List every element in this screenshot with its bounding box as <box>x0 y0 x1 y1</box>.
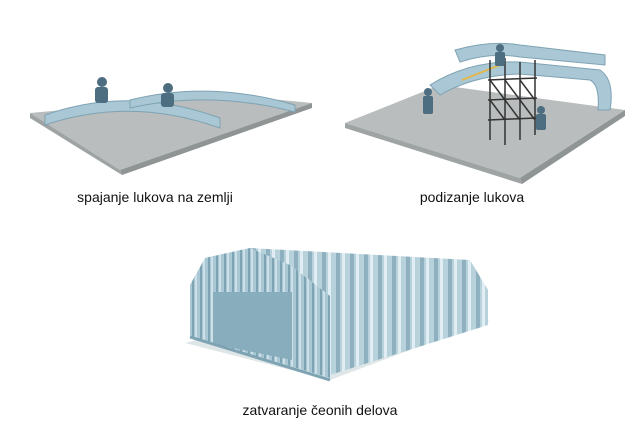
scaffold <box>487 58 538 145</box>
worker-icon <box>536 106 546 130</box>
step-2-caption: podizanje lukova <box>419 189 525 205</box>
step-1-caption: spajanje lukova na zemlji <box>77 189 233 205</box>
ground-slab <box>345 85 625 178</box>
worker-icon <box>423 88 433 114</box>
step-3-caption: zatvaranje čeonih delova <box>242 402 398 418</box>
ground-slab <box>30 95 312 170</box>
worker-icon <box>161 83 174 107</box>
worker-icon <box>495 44 505 66</box>
hangar-side-wall <box>205 248 488 375</box>
hangar-door[interactable] <box>213 292 292 360</box>
worker-icon <box>95 77 108 103</box>
